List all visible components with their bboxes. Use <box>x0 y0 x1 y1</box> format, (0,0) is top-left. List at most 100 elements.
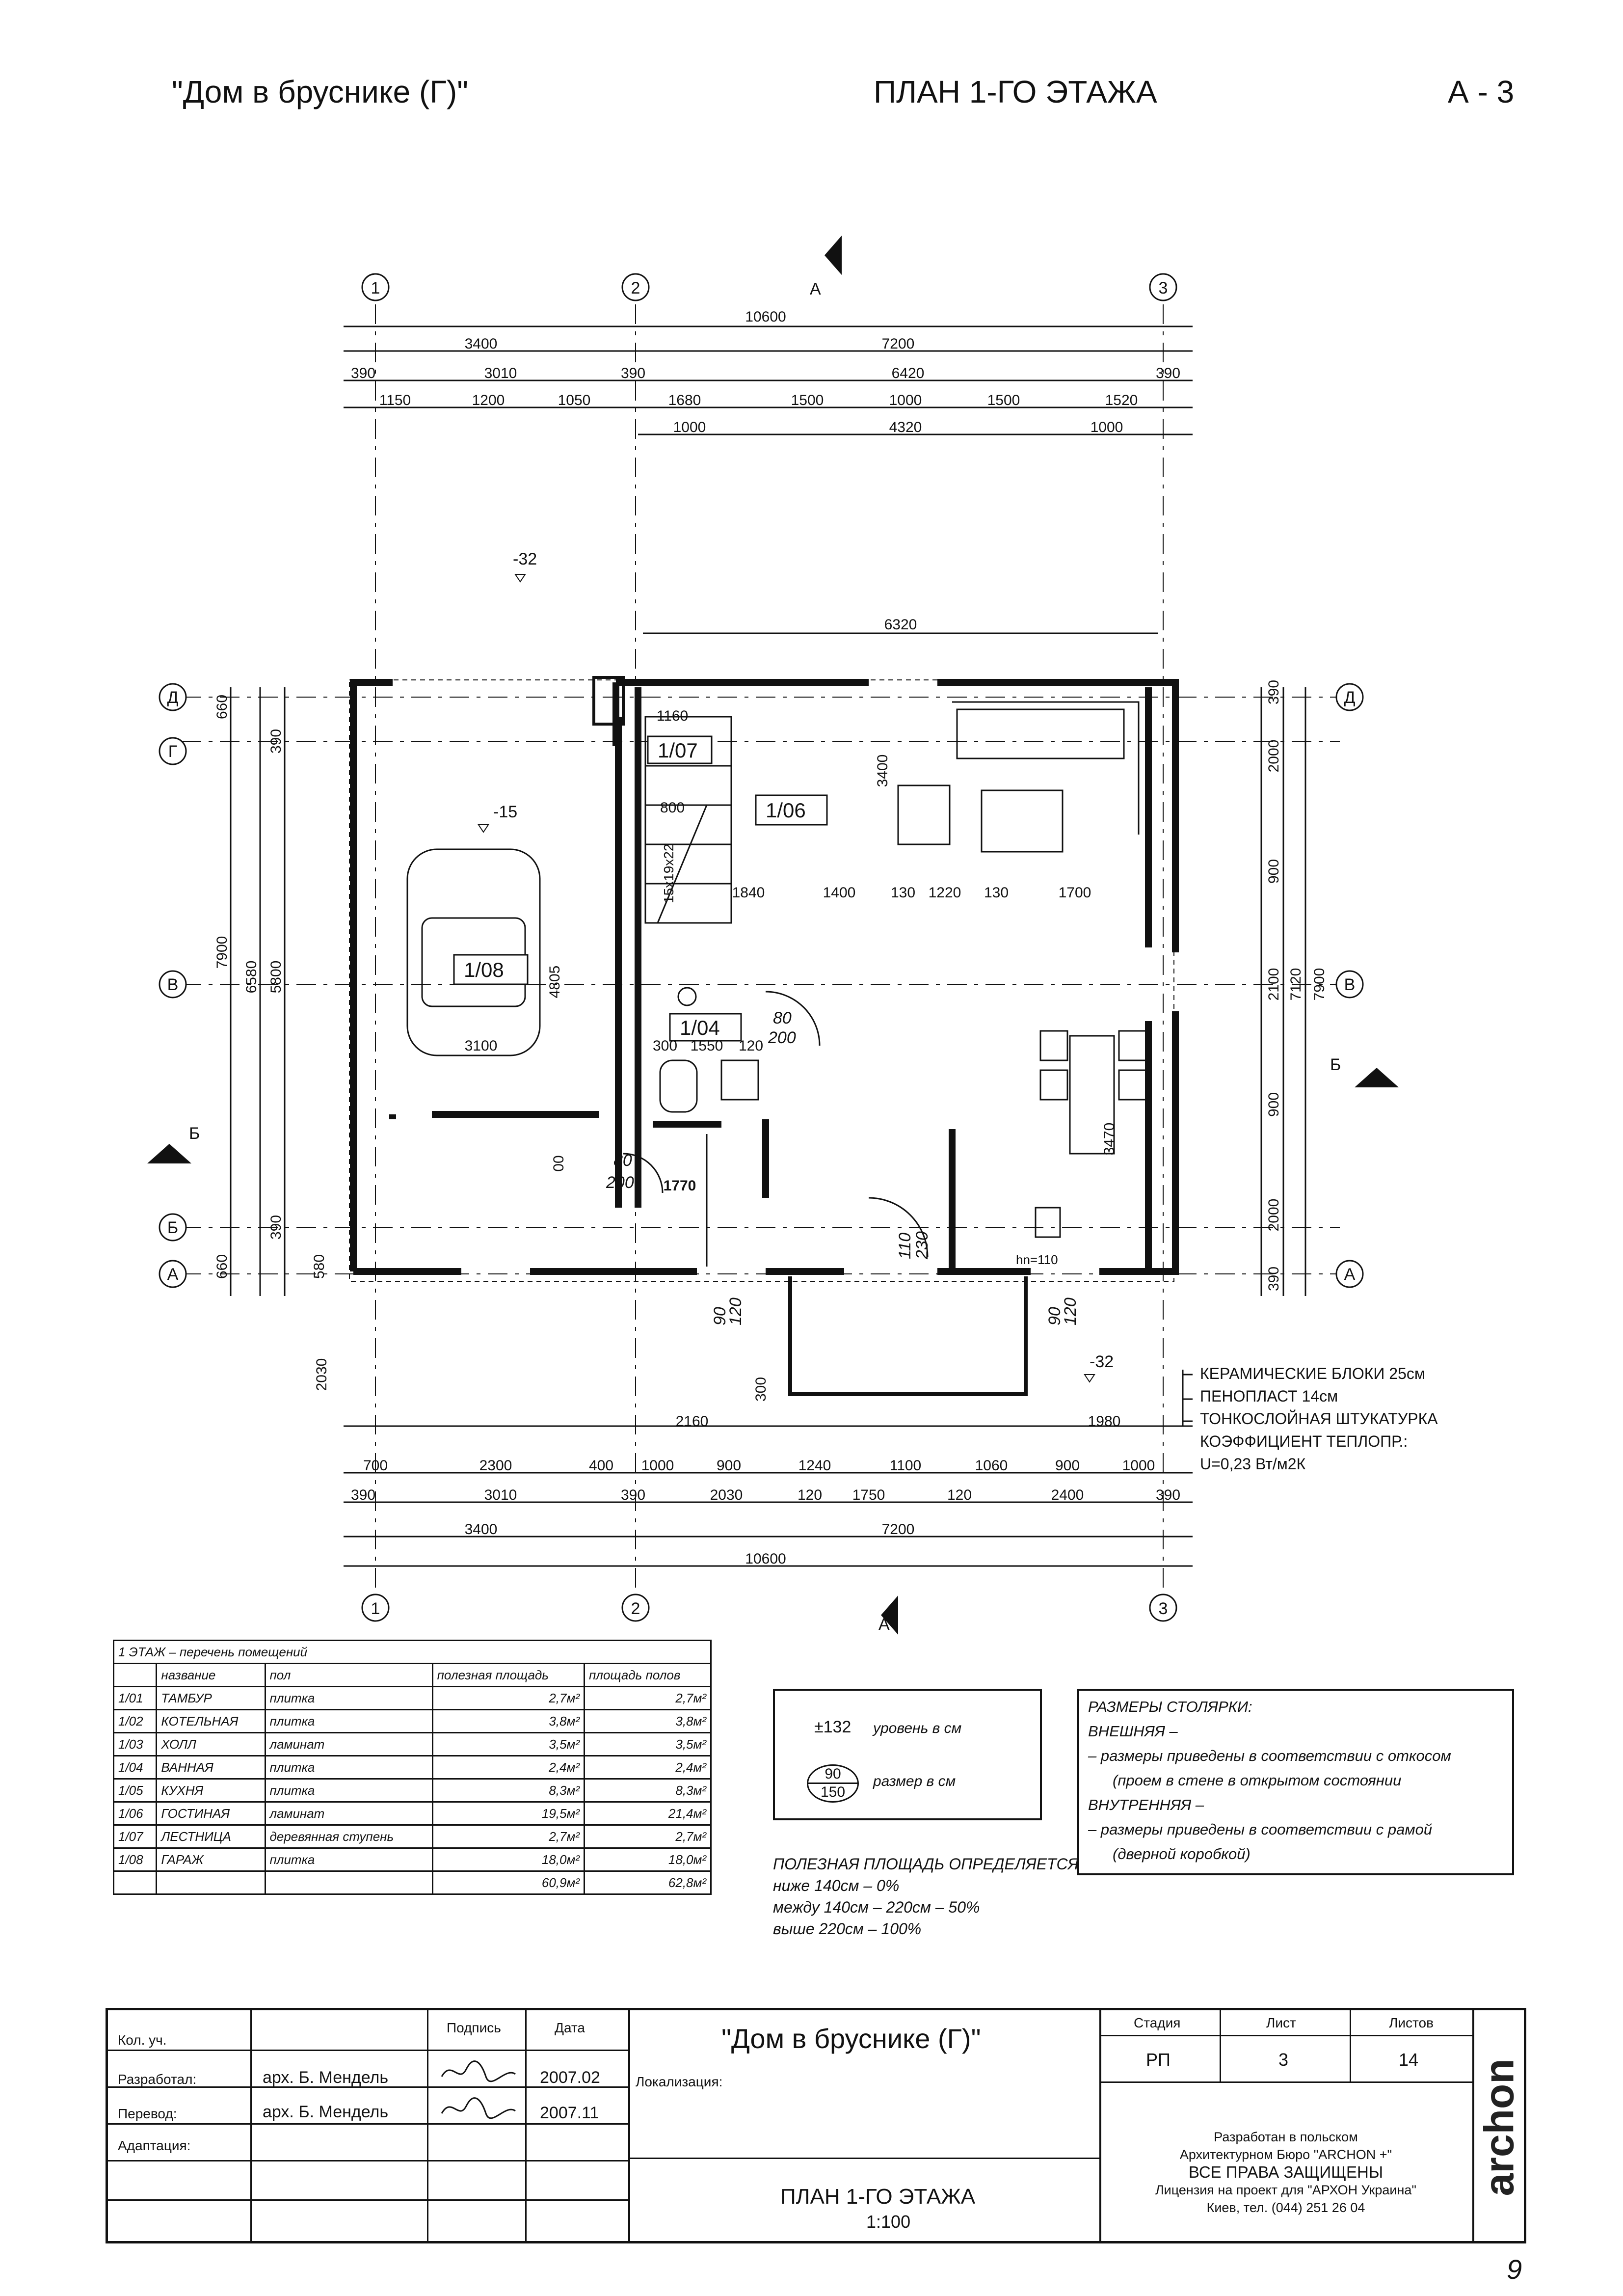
dim-int-9: 4805 <box>547 966 563 999</box>
cell: 8,3м² <box>583 1778 712 1803</box>
section-a-top: А <box>810 280 821 298</box>
cell: ВАННАЯ <box>156 1755 266 1780</box>
dim-top-span-1: 3400 <box>465 336 498 352</box>
dim-garage-front: 2030 <box>314 1358 330 1391</box>
dim-bot-o-1: 2300 <box>479 1458 512 1474</box>
credit-line: Киев, тел. (044) 251 26 04 <box>1206 2200 1365 2215</box>
dim-int-10: 3100 <box>465 1038 498 1054</box>
size-symbol: 90 150 <box>807 1764 859 1803</box>
note-line: ПОЛЕЗНАЯ ПЛОЩАДЬ ОПРЕДЕЛЯЕТСЯ <box>773 1855 1079 1873</box>
dim-top-o-4: 1500 <box>791 392 824 408</box>
room-table: 1 ЭТАЖ – перечень помещений название пол… <box>112 1640 712 1895</box>
tb-date-label: Дата <box>555 2020 585 2035</box>
cell: 2,7м² <box>583 1686 712 1710</box>
dim-right-inner-1: 2000 <box>1266 740 1282 773</box>
dim-porch-depth: 300 <box>753 1377 769 1402</box>
cell: 2,4м² <box>431 1755 585 1780</box>
tb-sheet-title: ПЛАН 1-ГО ЭТАЖА <box>780 2185 976 2209</box>
cell: ламинат <box>264 1732 433 1756</box>
dim-bot-o-3: 1000 <box>641 1458 674 1474</box>
joinery-line: (дверной коробкой) <box>1113 1845 1251 1863</box>
tb-row-date: 2007.02 <box>540 2068 600 2087</box>
joinery-line: РАЗМЕРЫ СТОЛЯРКИ: <box>1088 1698 1252 1715</box>
dim-bot-w-3: 2030 <box>710 1487 743 1503</box>
cell: 21,4м² <box>583 1801 712 1826</box>
section-b-left: Б <box>189 1124 200 1143</box>
dim-bot-o-5: 1240 <box>798 1458 831 1474</box>
cell: плитка <box>264 1847 433 1872</box>
tb-sheet-no: 3 <box>1278 2050 1289 2070</box>
stair-size: 15x19x22 <box>661 844 676 903</box>
door-1-width: 80 <box>773 1009 792 1027</box>
tb-row-label: Разработал: <box>118 2072 197 2087</box>
dim-right-overall: 7900 <box>1311 968 1328 1001</box>
dim-bot-w-0: 390 <box>351 1487 375 1503</box>
cell: ЛЕСТНИЦА <box>156 1824 266 1849</box>
axis-a-left: А <box>167 1265 179 1284</box>
cell: плитка <box>264 1709 433 1733</box>
axis-a-right: А <box>1344 1265 1356 1284</box>
tb-left: Подпись Дата Кол. уч. Разработал: арх. Б… <box>108 2010 630 2241</box>
sheet-code: А - 3 <box>1448 74 1515 109</box>
level-outside-bottom: -32 <box>1090 1352 1114 1371</box>
dim-top-o-2: 1050 <box>558 392 591 408</box>
cell <box>264 1870 433 1895</box>
size-top: 90 <box>825 1766 841 1782</box>
joinery-line: – размеры приведены в соответствии с отк… <box>1088 1747 1451 1764</box>
dim-bot-span-1: 3400 <box>465 1521 498 1538</box>
dim-int-17: 580 <box>311 1254 327 1279</box>
dim-left-inner-0: 390 <box>268 729 284 754</box>
cell: 1/05 <box>112 1778 158 1803</box>
dim-int-3: 1400 <box>823 885 856 901</box>
credit-line: Лицензия на проект для "АРХОН Украина" <box>1155 2183 1417 2197</box>
signature-1 <box>441 2060 516 2082</box>
cell: ламинат <box>264 1801 433 1826</box>
dim-int-6: 130 <box>984 885 1009 901</box>
dim-int-7: 1700 <box>1059 885 1091 901</box>
dim-bot-o-0: 700 <box>363 1458 388 1474</box>
note-line: выше 220см – 100% <box>773 1920 922 1938</box>
wall-spec-line: ПЕНОПЛАСТ 14см <box>1200 1387 1338 1405</box>
tb-sign-label: Подпись <box>447 2020 501 2035</box>
cell: 8,3м² <box>431 1778 585 1803</box>
axis-2-bottom: 2 <box>631 1599 640 1618</box>
dim-bot-overall: 10600 <box>745 1551 786 1567</box>
axis-d-right: Д <box>1344 688 1355 707</box>
joinery-line: ВНУТРЕННЯЯ – <box>1088 1796 1204 1813</box>
credit-line: Разработан в польском <box>1214 2130 1358 2144</box>
cell: 1/04 <box>112 1755 158 1780</box>
cell: плитка <box>264 1686 433 1710</box>
cell: 1/08 <box>112 1847 158 1872</box>
window-2-height: 120 <box>1061 1297 1080 1325</box>
tb-row-name: арх. Б. Мендель <box>263 2068 389 2087</box>
tb-project: "Дом в бруснике (Г)" <box>721 2023 981 2054</box>
note-line: ниже 140см – 0% <box>773 1877 900 1894</box>
archon-logo: archon <box>1476 2020 1522 2231</box>
room-1-06: 1/06 <box>766 799 806 822</box>
dim-top-w-3: 6420 <box>892 365 925 381</box>
dim-int-4: 130 <box>891 885 915 901</box>
dim-int-14: 1770 <box>664 1178 696 1194</box>
dim-top-w-0: 390 <box>351 365 375 381</box>
dim-bot-o-7: 1060 <box>975 1458 1008 1474</box>
dim-right-inner-6: 390 <box>1266 1267 1282 1291</box>
tb-localization: Локализация: <box>636 2074 723 2089</box>
window-1-height: 120 <box>726 1297 745 1325</box>
cell: 2,7м² <box>583 1824 712 1849</box>
cell: 2,7м² <box>431 1824 585 1849</box>
cell: 62,8м² <box>583 1870 712 1895</box>
cell: КОТЕЛЬНАЯ <box>156 1709 266 1733</box>
door-3-height: 230 <box>913 1231 931 1260</box>
tb-sheets-total: 14 <box>1399 2050 1419 2070</box>
dim-top-o-5: 1000 <box>889 392 922 408</box>
axis-v-left: В <box>167 975 179 994</box>
door-2-height: 200 <box>606 1173 634 1192</box>
cell: ТАМБУР <box>156 1686 266 1710</box>
dim-right-inner-2: 900 <box>1266 859 1282 884</box>
tb-stage-label: Стадия <box>1134 2015 1181 2030</box>
